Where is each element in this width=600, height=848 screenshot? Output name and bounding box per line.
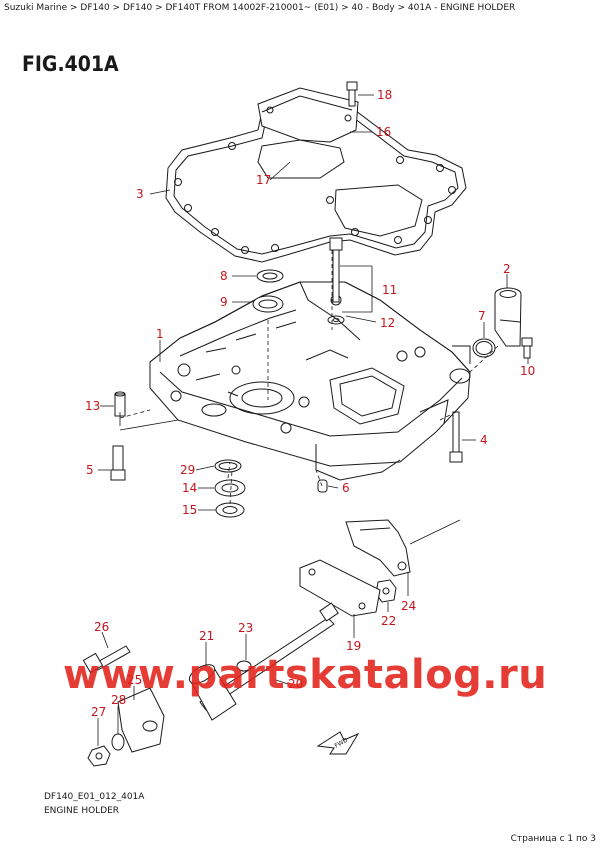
collar-21 bbox=[188, 664, 237, 721]
callout-20: 20 bbox=[288, 677, 303, 691]
pin-6 bbox=[317, 479, 328, 493]
seal-15 bbox=[215, 502, 245, 518]
bracket-24 bbox=[345, 519, 411, 577]
callout-9: 9 bbox=[220, 295, 228, 309]
elbow-fitting bbox=[494, 287, 522, 347]
mount-25 bbox=[117, 687, 165, 753]
figure-code: DF140_E01_012_401A bbox=[44, 792, 145, 802]
callout-14: 14 bbox=[182, 481, 197, 495]
callout-21: 21 bbox=[199, 629, 214, 643]
callout-25: 25 bbox=[127, 673, 142, 687]
callout-27: 27 bbox=[91, 705, 106, 719]
callout-8: 8 bbox=[220, 269, 228, 283]
seal-9 bbox=[252, 295, 284, 313]
callout-28: 28 bbox=[111, 693, 126, 707]
callout-29: 29 bbox=[180, 463, 195, 477]
washer-23 bbox=[236, 660, 252, 672]
leader-lines bbox=[97, 94, 529, 746]
bolt-5 bbox=[110, 445, 126, 481]
callout-10: 10 bbox=[520, 364, 535, 378]
callout-13: 13 bbox=[85, 399, 100, 413]
bolt-26 bbox=[82, 645, 131, 674]
bolt-20 bbox=[199, 602, 339, 711]
callout-7: 7 bbox=[478, 309, 486, 323]
bolt-4 bbox=[449, 411, 463, 463]
callout-1: 1 bbox=[156, 327, 164, 341]
callout-6: 6 bbox=[342, 481, 350, 495]
callout-12: 12 bbox=[380, 316, 395, 330]
bearing-14 bbox=[214, 479, 246, 497]
nut-27 bbox=[87, 745, 111, 767]
bolt-10 bbox=[521, 337, 533, 359]
o-ring bbox=[472, 338, 496, 358]
callout-labels: 18 16 17 3 2 8 11 9 12 7 1 10 13 4 5 29 … bbox=[85, 88, 535, 719]
fwd-arrow bbox=[316, 731, 360, 755]
callout-4: 4 bbox=[480, 433, 488, 447]
callout-23: 23 bbox=[238, 621, 253, 635]
breadcrumb[interactable]: Suzuki Marine > DF140 > DF140 > DF140T F… bbox=[4, 3, 516, 13]
engine-holder-body bbox=[149, 281, 471, 481]
bolt-11 bbox=[327, 237, 345, 325]
callout-15: 15 bbox=[182, 503, 197, 517]
ring-29 bbox=[214, 459, 242, 473]
seal-8 bbox=[256, 269, 284, 283]
callout-3: 3 bbox=[136, 187, 144, 201]
reference-lines bbox=[119, 250, 499, 505]
page-indicator: Страница с 1 по 3 bbox=[510, 834, 596, 844]
callout-26: 26 bbox=[94, 620, 109, 634]
callout-24: 24 bbox=[401, 599, 416, 613]
cover-plate bbox=[257, 87, 359, 143]
callout-16: 16 bbox=[376, 125, 391, 139]
bolt-18 bbox=[346, 81, 358, 107]
callout-18: 18 bbox=[377, 88, 392, 102]
callout-19: 19 bbox=[346, 639, 361, 653]
figure-title: FIG.401A bbox=[22, 52, 119, 76]
callout-5: 5 bbox=[86, 463, 94, 477]
callout-17: 17 bbox=[256, 173, 271, 187]
callout-2: 2 bbox=[503, 262, 511, 276]
watermark: www.partskatalog.ru bbox=[63, 652, 548, 698]
callout-11: 11 bbox=[382, 283, 397, 297]
washer-28 bbox=[111, 733, 125, 751]
figure-name: ENGINE HOLDER bbox=[44, 806, 120, 816]
callout-22: 22 bbox=[381, 614, 396, 628]
plate-19 bbox=[299, 559, 381, 617]
